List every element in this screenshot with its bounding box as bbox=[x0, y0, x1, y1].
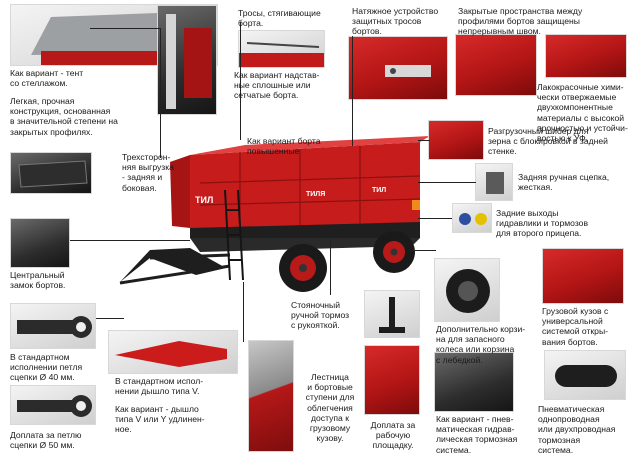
trailer-body-top bbox=[190, 136, 430, 155]
leader-line bbox=[418, 218, 452, 219]
pneumatic-option-photo bbox=[434, 352, 514, 412]
central-lock-photo bbox=[10, 218, 70, 268]
leader-line bbox=[96, 318, 124, 319]
parking-brake-photo bbox=[364, 290, 420, 338]
profile-photo bbox=[10, 152, 92, 194]
leader-line bbox=[90, 28, 160, 29]
label-tent: Как вариант - тент со стеллажом. bbox=[10, 68, 84, 89]
closed-profiles-photo bbox=[455, 34, 537, 96]
label-std-eye: В стандартном исполнении петля сцепки Ø … bbox=[10, 352, 83, 383]
extension-sides-photo bbox=[157, 5, 217, 115]
trailer-body-front bbox=[170, 155, 190, 228]
leader-line bbox=[418, 140, 430, 141]
pneumatic-system-photo bbox=[544, 350, 626, 400]
side-ladder bbox=[224, 189, 244, 281]
wheel-front bbox=[279, 244, 327, 292]
cables-photo bbox=[238, 30, 325, 68]
label-pneumatic-system: Пневматическая однопроводная или двухпро… bbox=[538, 404, 616, 455]
tensioner-photo bbox=[348, 36, 448, 100]
grain-gate-photo bbox=[428, 120, 484, 160]
leader-line bbox=[70, 240, 190, 241]
ladder-photo bbox=[248, 340, 294, 452]
leader-line bbox=[330, 240, 331, 295]
label-eye-50: Доплата за петлю сцепки Ø 50 мм. bbox=[10, 430, 82, 451]
label-three-side-unload: Трехсторон- няя выгрузка - задняя и боко… bbox=[122, 152, 174, 193]
brand-right-text: ТИЛ bbox=[372, 187, 387, 194]
label-platform: Доплата за рабочую площадку. bbox=[370, 420, 416, 451]
rear-hitch-photo bbox=[475, 163, 513, 201]
drawbar-eye-photo bbox=[10, 303, 96, 349]
label-ladder: Лестница и бортовые ступени для облегчен… bbox=[305, 372, 355, 444]
wheel-rear bbox=[373, 231, 415, 273]
spare-wheel-photo bbox=[434, 258, 500, 322]
label-tensioner: Натяжное устройство защитных тросов борт… bbox=[352, 6, 439, 37]
brand-left-text: ТИЛ bbox=[195, 195, 214, 205]
label-rear-hitch: Задняя ручная сцепка, жесткая. bbox=[518, 172, 610, 193]
eye-50-photo bbox=[10, 385, 96, 425]
label-pneumatic-option: Как вариант - пнев- матическая гидрав- л… bbox=[436, 414, 518, 455]
leader-line bbox=[352, 36, 353, 146]
label-light-construction: Легкая, прочная конструкция, основанная … bbox=[10, 96, 118, 137]
drawbar-v-photo bbox=[108, 330, 238, 374]
label-parking-brake: Стояночный ручной тормоз с рукояткой. bbox=[291, 300, 350, 331]
hydraulic-photo bbox=[452, 203, 492, 233]
trailer-body-side bbox=[190, 142, 420, 228]
leader-line bbox=[160, 28, 161, 158]
platform-photo bbox=[364, 345, 420, 415]
label-central-lock: Центральный замок бортов. bbox=[10, 270, 66, 291]
label-spare-wheel: Дополнительно корзи- на для запасного ко… bbox=[436, 324, 526, 365]
label-grain-gate: Разгрузочный шибер для зерна с блокировк… bbox=[488, 126, 608, 157]
paint-photo bbox=[545, 34, 627, 78]
body-system-photo bbox=[542, 248, 624, 304]
drawbar bbox=[120, 248, 226, 282]
leader-line bbox=[410, 250, 436, 251]
label-hydraulic-outputs: Задние выходы гидравлики и тормозов для … bbox=[496, 208, 589, 239]
leader-line bbox=[240, 22, 241, 140]
brand-side-text: ТИЛЯ bbox=[306, 191, 326, 198]
label-std-drawbar: В стандартном испол- нении дышло типа V. bbox=[115, 376, 204, 397]
label-drawbar-option: Как вариант - дышло типа V или Y удлинен… bbox=[115, 404, 205, 435]
leader-line bbox=[418, 182, 476, 183]
label-paint: Лакокрасочные хими- чески отвержаемые дв… bbox=[537, 82, 628, 144]
label-body-system: Грузовой кузов с универсальной системой … bbox=[542, 306, 609, 347]
label-cables: Тросы, стягивающие борта. bbox=[238, 8, 321, 29]
label-raised-sides: Как вариант борта повышенные bbox=[247, 136, 321, 157]
leader-line bbox=[243, 282, 244, 342]
label-extension-sides: Как вариант надстав- ные сплошные или се… bbox=[234, 70, 320, 101]
label-closed-spaces: Закрытые пространства между профилями бо… bbox=[458, 6, 583, 37]
